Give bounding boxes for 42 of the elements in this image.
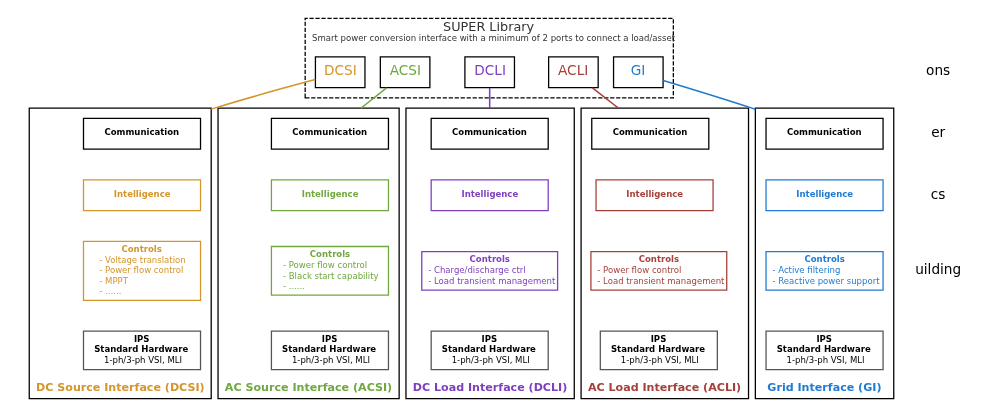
node-label: DC Load Interface (DCLI) — [412, 381, 567, 395]
node-label: AC Source Interface (ACSI) — [224, 381, 392, 395]
node-box: IPS Standard Hardware 1-ph/3-ph VSI, MLI — [82, 330, 201, 371]
node-box: Controls - Power flow control - Black start capability - ...... — [270, 245, 389, 296]
label: ons — [925, 62, 950, 79]
node-box: IPS Standard Hardware 1-ph/3-ph VSI, MLI — [599, 330, 718, 371]
node-label: DC Source Interface (DCSI) — [35, 381, 205, 395]
connector — [209, 78, 316, 110]
node-label: Grid Interface (GI) — [766, 381, 881, 395]
connector — [661, 79, 756, 110]
node-box: Controls - Active filtering - Reactive power support — [764, 251, 884, 291]
node-box: Communication — [270, 117, 389, 150]
node-box: Intelligence — [594, 179, 714, 212]
cluster — [404, 107, 575, 400]
node-box: GI — [612, 56, 664, 89]
cluster — [216, 107, 400, 400]
node-box: DCSI — [314, 56, 366, 89]
connector — [488, 87, 490, 109]
node-box: IPS Standard Hardware 1-ph/3-ph VSI, MLI — [430, 330, 549, 371]
node-box: IPS Standard Hardware 1-ph/3-ph VSI, MLI — [270, 330, 389, 371]
node-box: Intelligence — [270, 179, 389, 212]
node-box: ACLI — [547, 56, 599, 89]
node-box: Intelligence — [430, 179, 549, 212]
node-box: Controls - Voltage translation - Power flow control - MPPT - ...... — [82, 240, 201, 301]
node-box: Communication — [430, 117, 549, 150]
node-box: Communication — [82, 117, 201, 150]
label: uilding — [914, 261, 961, 278]
node-label: AC Load Interface (ACLI) — [587, 381, 741, 395]
label: er — [930, 124, 945, 140]
node-box: Intelligence — [82, 179, 201, 212]
label: cs — [930, 185, 945, 202]
node-box: Intelligence — [764, 179, 884, 212]
node-box: IPS Standard Hardware 1-ph/3-ph VSI, MLI — [764, 330, 884, 371]
cluster — [579, 107, 749, 400]
node-box: Communication — [590, 117, 709, 150]
node-box: Controls - Charge/discharge ctrl - Load transient management — [420, 251, 558, 291]
node-box: Controls - Power flow control - Load transient management — [589, 251, 727, 291]
node-box: Communication — [764, 117, 884, 150]
cluster — [28, 107, 212, 400]
node-box: ACSI — [379, 56, 431, 89]
cluster — [754, 107, 894, 400]
node-box: DCLI — [463, 56, 515, 89]
